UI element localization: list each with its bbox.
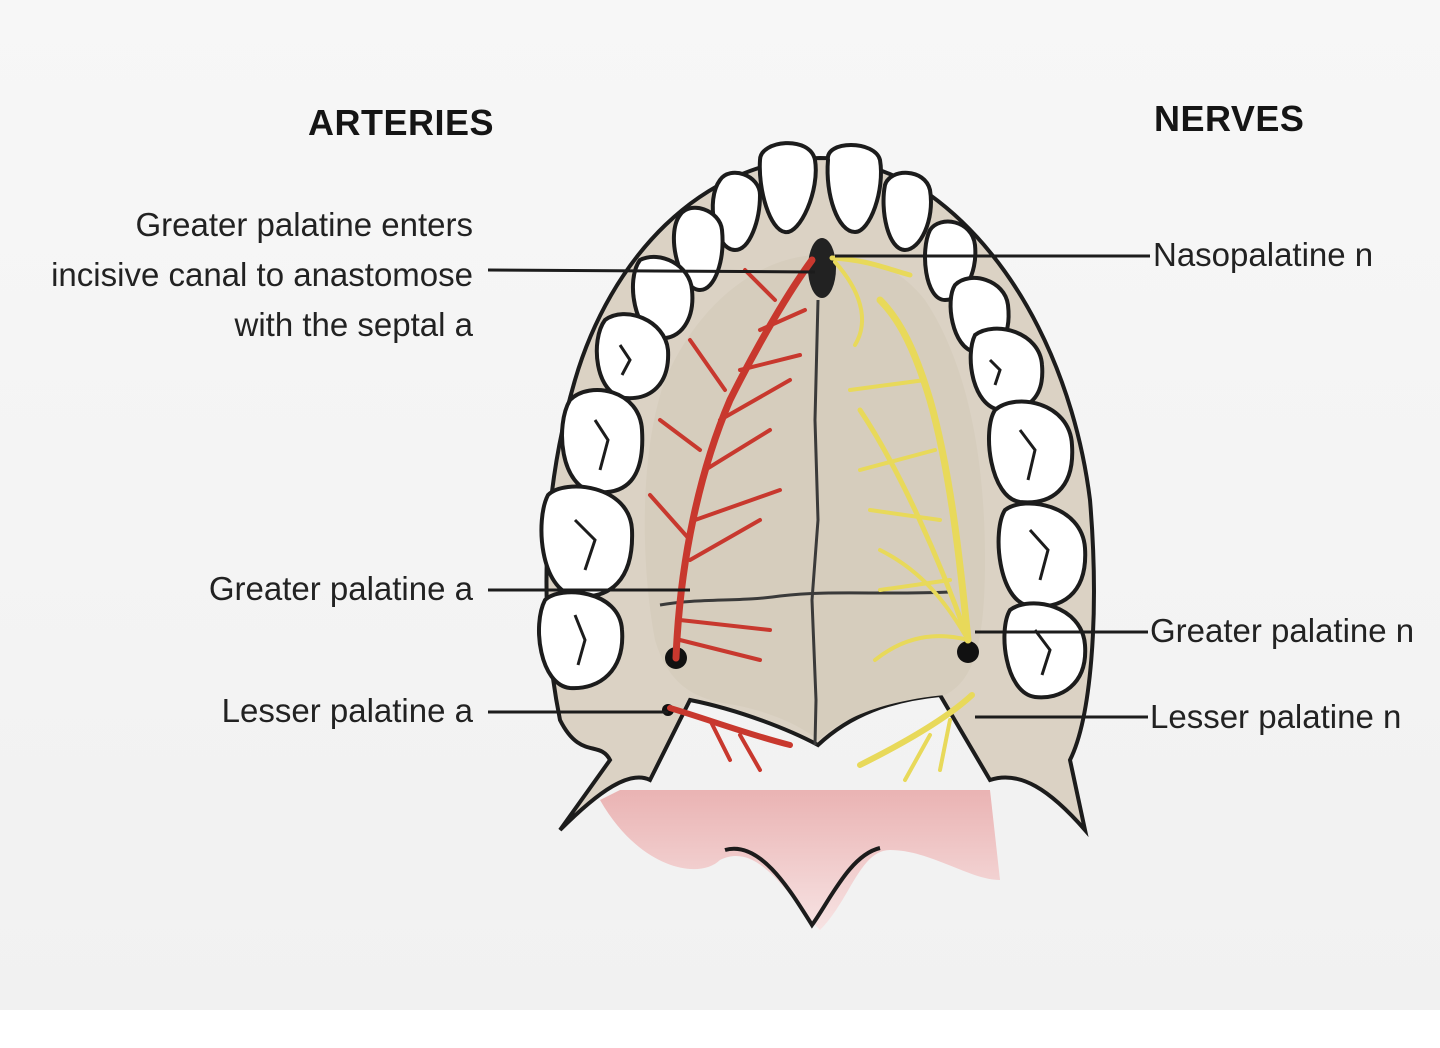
tooth [825, 143, 883, 235]
uvula-outline [724, 846, 881, 929]
label-incisive-anastomosis: Greater palatine enters incisive canal t… [51, 200, 473, 350]
leader-lines [487, 254, 1150, 719]
palate-diagram [487, 141, 1150, 930]
incisive-canal [808, 238, 836, 298]
lesser-palatine-artery [667, 705, 793, 772]
hard-palate [644, 254, 985, 740]
label-line: with the septal a [234, 306, 473, 343]
label-line: Greater palatine enters [135, 206, 473, 243]
greater-palatine-foramen-right [957, 641, 979, 663]
label-lesser-palatine-n: Lesser palatine n [1150, 698, 1402, 735]
greater-palatine-artery [648, 256, 816, 662]
median-palatine-suture [810, 299, 820, 746]
tooth [560, 388, 645, 495]
greater-palatine-nerve [848, 296, 972, 662]
tooth [987, 399, 1075, 505]
tooth [881, 170, 933, 253]
tooth [594, 312, 671, 401]
soft-palate [600, 790, 1000, 930]
tooth [631, 254, 695, 341]
tooth [996, 501, 1088, 609]
transverse-palatine-suture [659, 590, 951, 607]
tooth [1002, 601, 1088, 700]
tooth [968, 326, 1045, 413]
tooth [537, 590, 625, 691]
label-greater-palatine-a: Greater palatine a [208, 570, 473, 607]
nerves-heading: NERVES [1154, 98, 1305, 139]
lesser-palatine-nerve [857, 692, 975, 782]
tooth [539, 484, 635, 599]
label-lesser-palatine-a: Lesser palatine a [221, 692, 473, 729]
label-line: incisive canal to anastomose [51, 256, 473, 293]
label-greater-palatine-n: Greater palatine n [1150, 612, 1415, 649]
tooth-fissures [573, 344, 1052, 676]
arteries-heading: ARTERIES [308, 102, 495, 143]
tooth [671, 205, 725, 293]
leader-line-incisive [487, 268, 816, 274]
tooth [757, 141, 818, 234]
label-nasopalatine-n: Nasopalatine n [1153, 236, 1374, 273]
nasopalatine-nerve [829, 255, 913, 347]
teeth [537, 141, 1088, 700]
